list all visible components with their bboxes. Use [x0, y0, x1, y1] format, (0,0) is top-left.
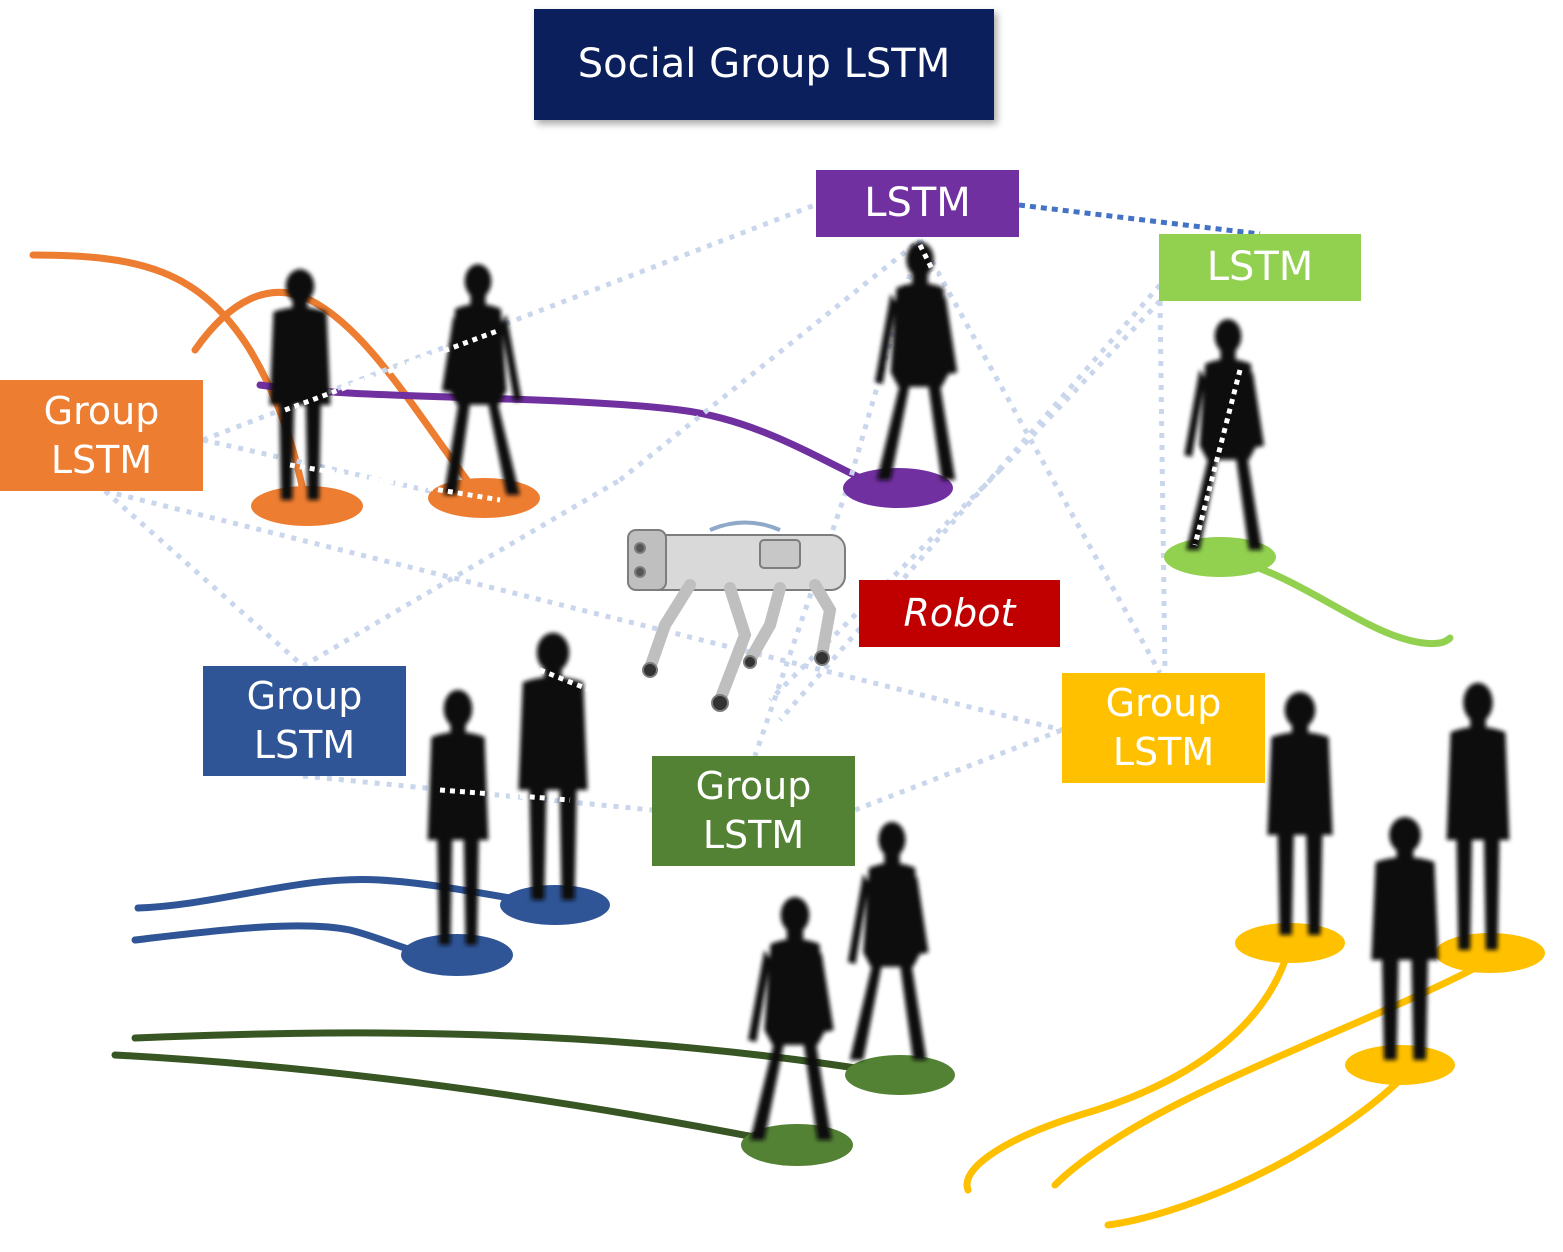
pedestrian-silhouette-icon: [427, 689, 489, 945]
lightgreen-path: [1216, 552, 1454, 648]
purple-path: [256, 381, 889, 494]
trajectories: [29, 251, 1494, 1229]
group-lstm-box-green: Group LSTM: [652, 756, 855, 866]
yellow-marker-3: [1345, 1045, 1455, 1085]
pedestrian-silhouette-icon: [1371, 817, 1439, 1060]
green-path-2: [111, 1051, 799, 1149]
diagram-title: Social Group LSTM: [577, 40, 951, 87]
orange-marker-2: [428, 478, 540, 518]
pedestrian-silhouette-icon: [847, 821, 929, 1060]
quadruped-robot-icon: [627, 520, 846, 712]
green-marker-1: [845, 1055, 955, 1095]
pedestrian-silhouette-icon: [441, 264, 522, 495]
yellow-path-1: [963, 941, 1294, 1194]
pedestrian-silhouette-icon: [1184, 319, 1265, 550]
group-lstm-box-yellow: Group LSTM: [1062, 673, 1265, 783]
group-lstm-label: Group LSTM: [695, 764, 812, 857]
yellow-path-3: [1104, 1071, 1409, 1229]
lstm-label: LSTM: [1206, 243, 1314, 290]
group-lstm-label: Group LSTM: [1105, 681, 1222, 774]
lstm-box-purple: LSTM: [816, 170, 1019, 237]
group-lstm-label: Group LSTM: [246, 674, 363, 767]
lstm-label: LSTM: [864, 179, 971, 226]
lstm-link: [1018, 202, 1261, 237]
pedestrian-silhouette-icon: [1446, 682, 1510, 950]
robot-label-box: Robot: [859, 580, 1060, 647]
pedestrian-silhouette-icon: [1267, 692, 1333, 935]
pedestrian-silhouette-icon: [874, 241, 958, 480]
lstm-box-lightgreen: LSTM: [1159, 234, 1361, 301]
purple-marker: [843, 468, 953, 508]
robot-label: Robot: [903, 591, 1016, 636]
group-lstm-box-orange: Group LSTM: [0, 380, 203, 491]
ground-markers: [251, 468, 1545, 1166]
group-lstm-label: Group LSTM: [43, 388, 160, 482]
group-lstm-box-blue: Group LSTM: [203, 666, 406, 776]
title-box: Social Group LSTM: [534, 9, 994, 120]
orange-marker-1: [251, 486, 363, 526]
blue-marker-1: [500, 885, 610, 925]
blue-marker-2: [401, 934, 513, 976]
orange-path-2: [191, 288, 486, 504]
pedestrian-silhouette-icon: [748, 897, 834, 1140]
interaction-links: [284, 243, 1243, 803]
blue-path-1: [134, 875, 554, 912]
